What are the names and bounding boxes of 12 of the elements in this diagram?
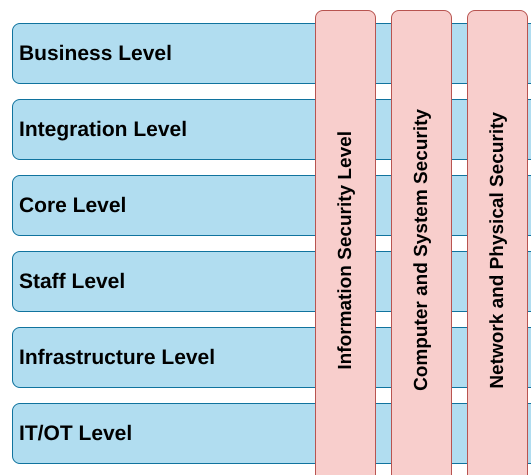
- layer-label: Core Level: [19, 194, 126, 218]
- layer-label: Staff Level: [19, 270, 126, 294]
- layer-label: IT/OT Level: [19, 422, 132, 446]
- layer-label: Infrastructure Level: [19, 346, 216, 370]
- column-label: Computer and System Security: [410, 109, 432, 391]
- column-label: Information Security Level: [334, 130, 356, 370]
- security-column: [315, 10, 376, 475]
- layer-label: Integration Level: [19, 118, 188, 142]
- layer-label: Business Level: [19, 42, 172, 66]
- security-column: [391, 10, 452, 475]
- security-column: [467, 10, 528, 475]
- column-label: Network and Physical Security: [486, 112, 508, 388]
